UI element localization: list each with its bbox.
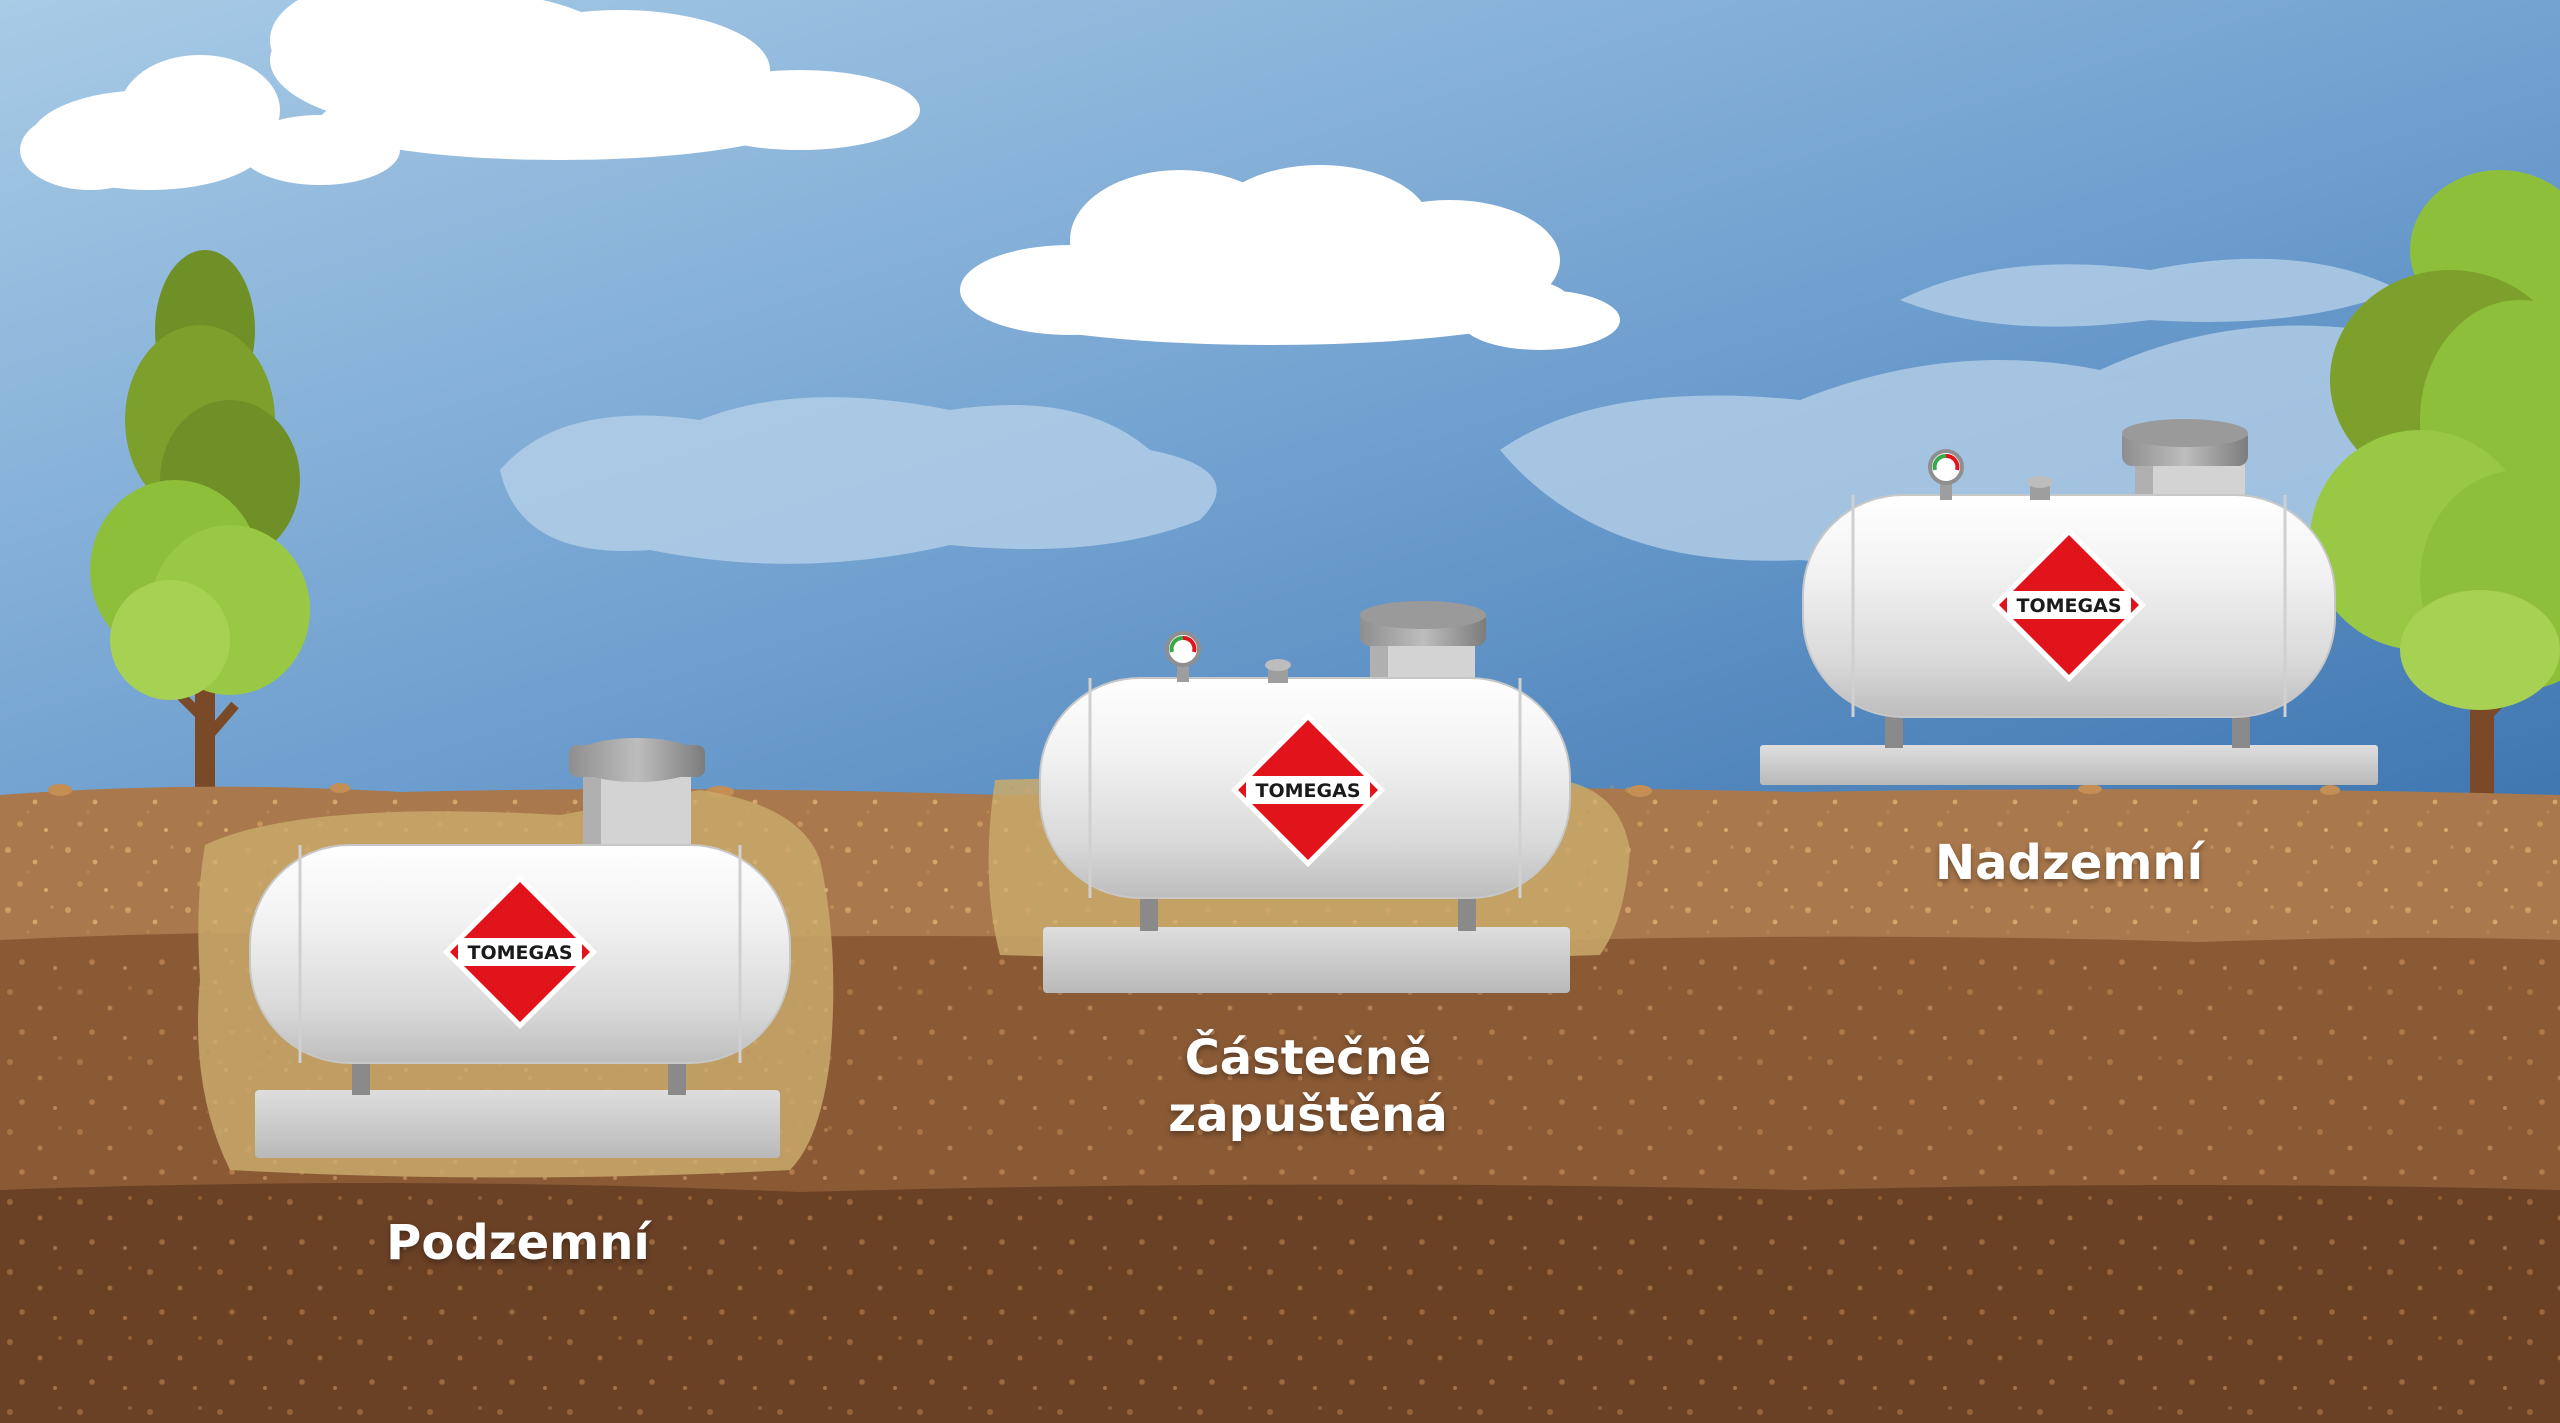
tank-underground: TOMEGAS — [198, 738, 834, 1178]
tank-leg — [2232, 712, 2250, 748]
tank-aboveground: TOMEGAS — [1760, 419, 2378, 785]
concrete-pad — [1760, 745, 2378, 785]
pressure-gauge-icon — [1928, 449, 1964, 500]
label-partial: Částečně zapuštěná — [1168, 1030, 1448, 1143]
label-underground-text: Podzemní — [386, 1215, 650, 1271]
cloud-center — [960, 165, 1620, 350]
label-partial-line1: Částečně — [1184, 1030, 1432, 1086]
tank-leg — [1885, 712, 1903, 748]
svg-text:TOMEGAS: TOMEGAS — [468, 942, 573, 964]
valve-icon — [2027, 476, 2053, 500]
tank-partial: TOMEGAS — [988, 601, 1630, 993]
tank-leg — [1458, 895, 1476, 931]
svg-text:TOMEGAS: TOMEGAS — [2017, 595, 2122, 617]
tank-leg — [352, 1055, 370, 1095]
tree-right — [2310, 170, 2560, 800]
tomegas-logo: TOMEGAS — [1991, 527, 2147, 683]
label-aboveground: Nadzemní — [1935, 835, 2203, 892]
pressure-gauge-icon — [1165, 631, 1201, 682]
concrete-pad — [1043, 927, 1570, 993]
label-partial-line2: zapuštěná — [1168, 1086, 1448, 1143]
label-aboveground-text: Nadzemní — [1934, 835, 2204, 891]
concrete-pad — [255, 1090, 780, 1158]
tomegas-logo: TOMEGAS — [442, 874, 598, 1030]
cloud-top-left — [20, 0, 920, 190]
tank-leg — [1140, 895, 1158, 931]
label-underground: Podzemní — [386, 1215, 650, 1272]
tree-left — [90, 250, 310, 800]
tomegas-logo: TOMEGAS — [1230, 712, 1386, 868]
svg-text:TOMEGAS: TOMEGAS — [1256, 780, 1361, 802]
tank-leg — [668, 1055, 686, 1095]
valve-icon — [1265, 659, 1291, 683]
haze-clouds — [500, 258, 2560, 567]
